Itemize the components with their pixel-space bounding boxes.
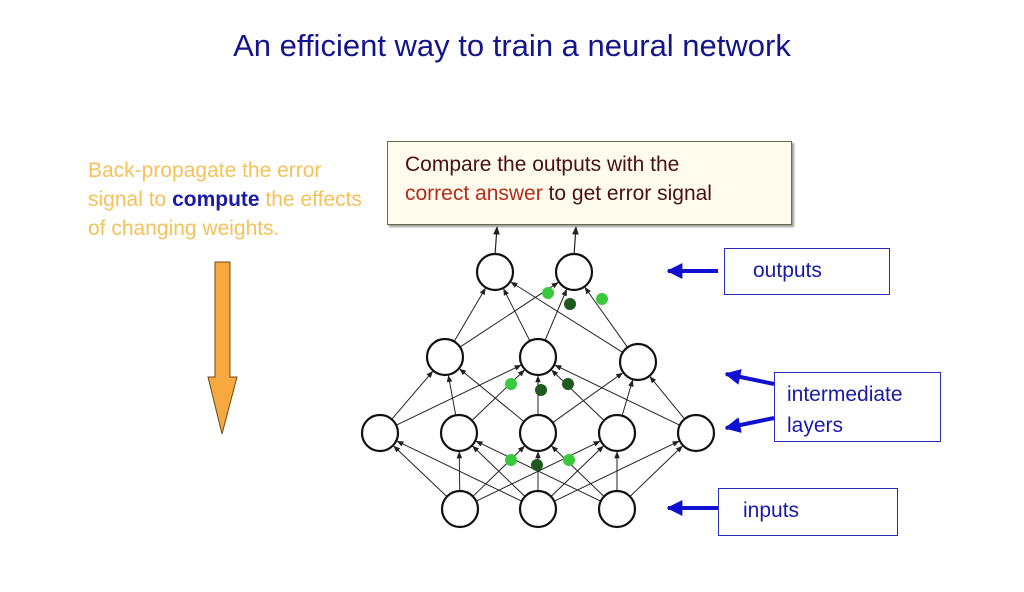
error-signal-dots (505, 287, 608, 471)
network-edge (551, 369, 605, 421)
neuron-node (518, 413, 558, 453)
note-bold: compute (172, 188, 260, 211)
outputs-label-text: outputs (753, 259, 822, 282)
error-signal-dot (542, 287, 554, 299)
network-edge (396, 364, 522, 426)
note-text-1: Back-propagate the error signal to (88, 159, 322, 211)
output-arrow-2 (572, 226, 579, 256)
error-signal-dot (505, 454, 517, 466)
callout-line-1: Compare the outputs with the (405, 153, 680, 176)
neuron-node (597, 489, 637, 529)
inputs-label: inputs (718, 488, 898, 536)
slide-title: An efficient way to train a neural netwo… (233, 28, 791, 63)
network-edge (391, 370, 434, 420)
error-signal-dot (531, 459, 543, 471)
network-edge (446, 374, 457, 416)
error-signal-dot (564, 298, 576, 310)
callout-line-2: correct answer to get error signal (405, 179, 791, 208)
neuron-node (676, 413, 716, 453)
outputs-label: outputs (724, 248, 890, 295)
network-edge (475, 440, 601, 502)
network-edge (393, 445, 448, 497)
network-edge (551, 445, 605, 497)
neuron-node (475, 252, 515, 292)
error-signal-dot (563, 454, 575, 466)
network-edge (503, 288, 531, 342)
error-signal-dot (505, 378, 517, 390)
neuron-node (597, 413, 637, 453)
neuron-node (518, 489, 558, 529)
network-edge (471, 369, 525, 421)
intermediate-label: intermediate layers (774, 372, 941, 442)
network-edge (472, 445, 526, 497)
network-edge (396, 440, 522, 502)
network-edge (584, 286, 628, 348)
backprop-note: Back-propagate the error signal to compu… (88, 156, 368, 243)
intermediate-pointer-arrow-2 (724, 416, 775, 433)
network-edge (552, 372, 624, 423)
network-edge (459, 282, 559, 348)
intermediate-label-line-2: layers (787, 414, 844, 437)
network-edge (459, 368, 525, 422)
compare-callout: Compare the outputs with the correct ans… (387, 141, 792, 225)
network-edge (649, 376, 685, 420)
intermediate-pointer-arrow-1 (724, 369, 775, 386)
note-text-2: the effects of changing weights. (88, 188, 362, 240)
backprop-down-arrow (207, 261, 238, 435)
error-signal-dot (596, 293, 608, 305)
neuron-node (518, 337, 558, 377)
network-edge (554, 364, 680, 426)
network-edge (544, 288, 568, 341)
intermediate-label-line-1: intermediate (787, 383, 903, 406)
connection-edges (391, 281, 685, 502)
neuron-node (425, 337, 465, 377)
callout-highlight: correct answer (405, 182, 543, 205)
neuron-node (360, 413, 400, 453)
neuron-nodes (360, 252, 716, 529)
network-edge (510, 281, 624, 353)
neuron-node (439, 413, 479, 453)
network-edge (453, 287, 486, 342)
neuron-node (440, 489, 480, 529)
error-signal-dot (535, 384, 547, 396)
callout-line-2-rest: to get error signal (542, 182, 712, 205)
network-edge (629, 445, 683, 497)
neuron-node (618, 342, 658, 382)
output-arrow-1 (493, 226, 500, 256)
network-edge (621, 379, 634, 416)
inputs-label-text: inputs (743, 499, 800, 522)
error-signal-dot (562, 378, 574, 390)
neuron-node (554, 252, 594, 292)
